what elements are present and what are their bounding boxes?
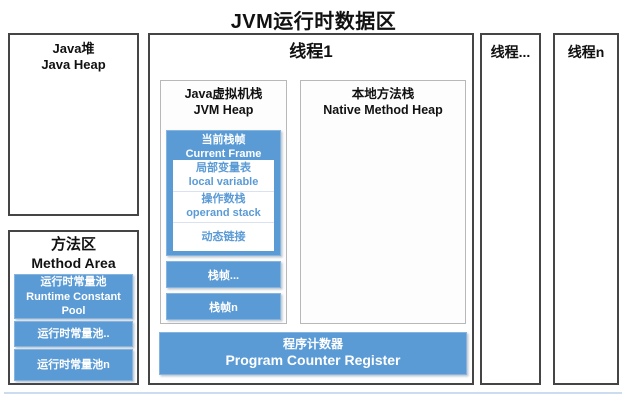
runtime-constant-pool-zh: 运行时常量池 [40,276,107,289]
runtime-constant-pool-box: 运行时常量池 Runtime Constant Pool [14,274,133,320]
operand-stack-row: 操作数栈 operand stack [173,191,274,222]
thread-dots-title: 线程... [490,44,531,60]
dynamic-linking-row: 动态链接 [173,222,274,253]
current-frame-contents: 局部变量表 local variable 操作数栈 operand stack … [173,160,274,251]
method-area-title-en: Method Area [31,254,116,271]
stack-frame-n-box: 栈帧n [166,293,281,320]
native-stack-title-zh: 本地方法栈 [351,87,415,101]
current-frame-title-en: Current Frame [185,147,262,160]
jvm-stack-title-en: JVM Heap [193,102,254,117]
jvm-stack-title-zh: Java虚拟机栈 [184,87,263,101]
bottom-shadow-line [4,392,622,394]
diagram-title: JVM运行时数据区 [230,11,397,33]
local-variable-zh: 局部变量表 [196,161,251,174]
thread1-title: 线程1 [289,42,333,61]
thread-dots-box: 线程... [480,33,541,385]
stack-frame-dots-box: 栈帧... [166,261,281,288]
program-counter-register-box: 程序计数器 Program Counter Register [159,332,467,375]
pc-register-en: Program Counter Register [225,352,401,369]
operand-stack-zh: 操作数栈 [201,193,246,206]
runtime-constant-pool-n-label: 运行时常量池n [37,359,110,372]
method-area-title-zh: 方法区 [50,236,96,253]
stack-frame-dots-label: 栈帧... [207,269,240,282]
current-frame-title-zh: 当前栈帧 [201,134,246,146]
native-stack-title-en: Native Method Heap [323,102,443,117]
pc-register-zh: 程序计数器 [282,337,343,352]
method-area-box: 方法区 Method Area 运行时常量池 Runtime Constant … [8,230,139,385]
java-heap-box: Java堆 Java Heap [8,33,139,216]
dynamic-linking-zh: 动态链接 [201,231,246,244]
native-method-stack-box: 本地方法栈 Native Method Heap [300,80,466,324]
local-variable-row: 局部变量表 local variable [173,160,274,191]
thread1-box: 线程1 Java虚拟机栈 JVM Heap 当前栈帧 Current Frame… [148,33,474,385]
runtime-constant-pool-dots-box: 运行时常量池.. [14,321,133,348]
local-variable-en: local variable [188,175,259,188]
runtime-constant-pool-en: Runtime Constant Pool [26,290,121,317]
java-heap-title-en: Java Heap [41,57,106,73]
runtime-constant-pool-dots-label: 运行时常量池.. [37,328,110,341]
operand-stack-en: operand stack [186,207,261,219]
jvm-stack-box: Java虚拟机栈 JVM Heap 当前栈帧 Current Frame 局部变… [160,80,287,324]
thread-n-box: 线程n [553,33,619,385]
thread-n-title: 线程n [567,44,605,60]
stack-frame-n-label: 栈帧n [209,301,238,314]
runtime-constant-pool-n-box: 运行时常量池n [14,349,133,382]
java-heap-title-zh: Java堆 [52,41,95,56]
current-frame-box: 当前栈帧 Current Frame 局部变量表 local variable … [166,130,281,256]
